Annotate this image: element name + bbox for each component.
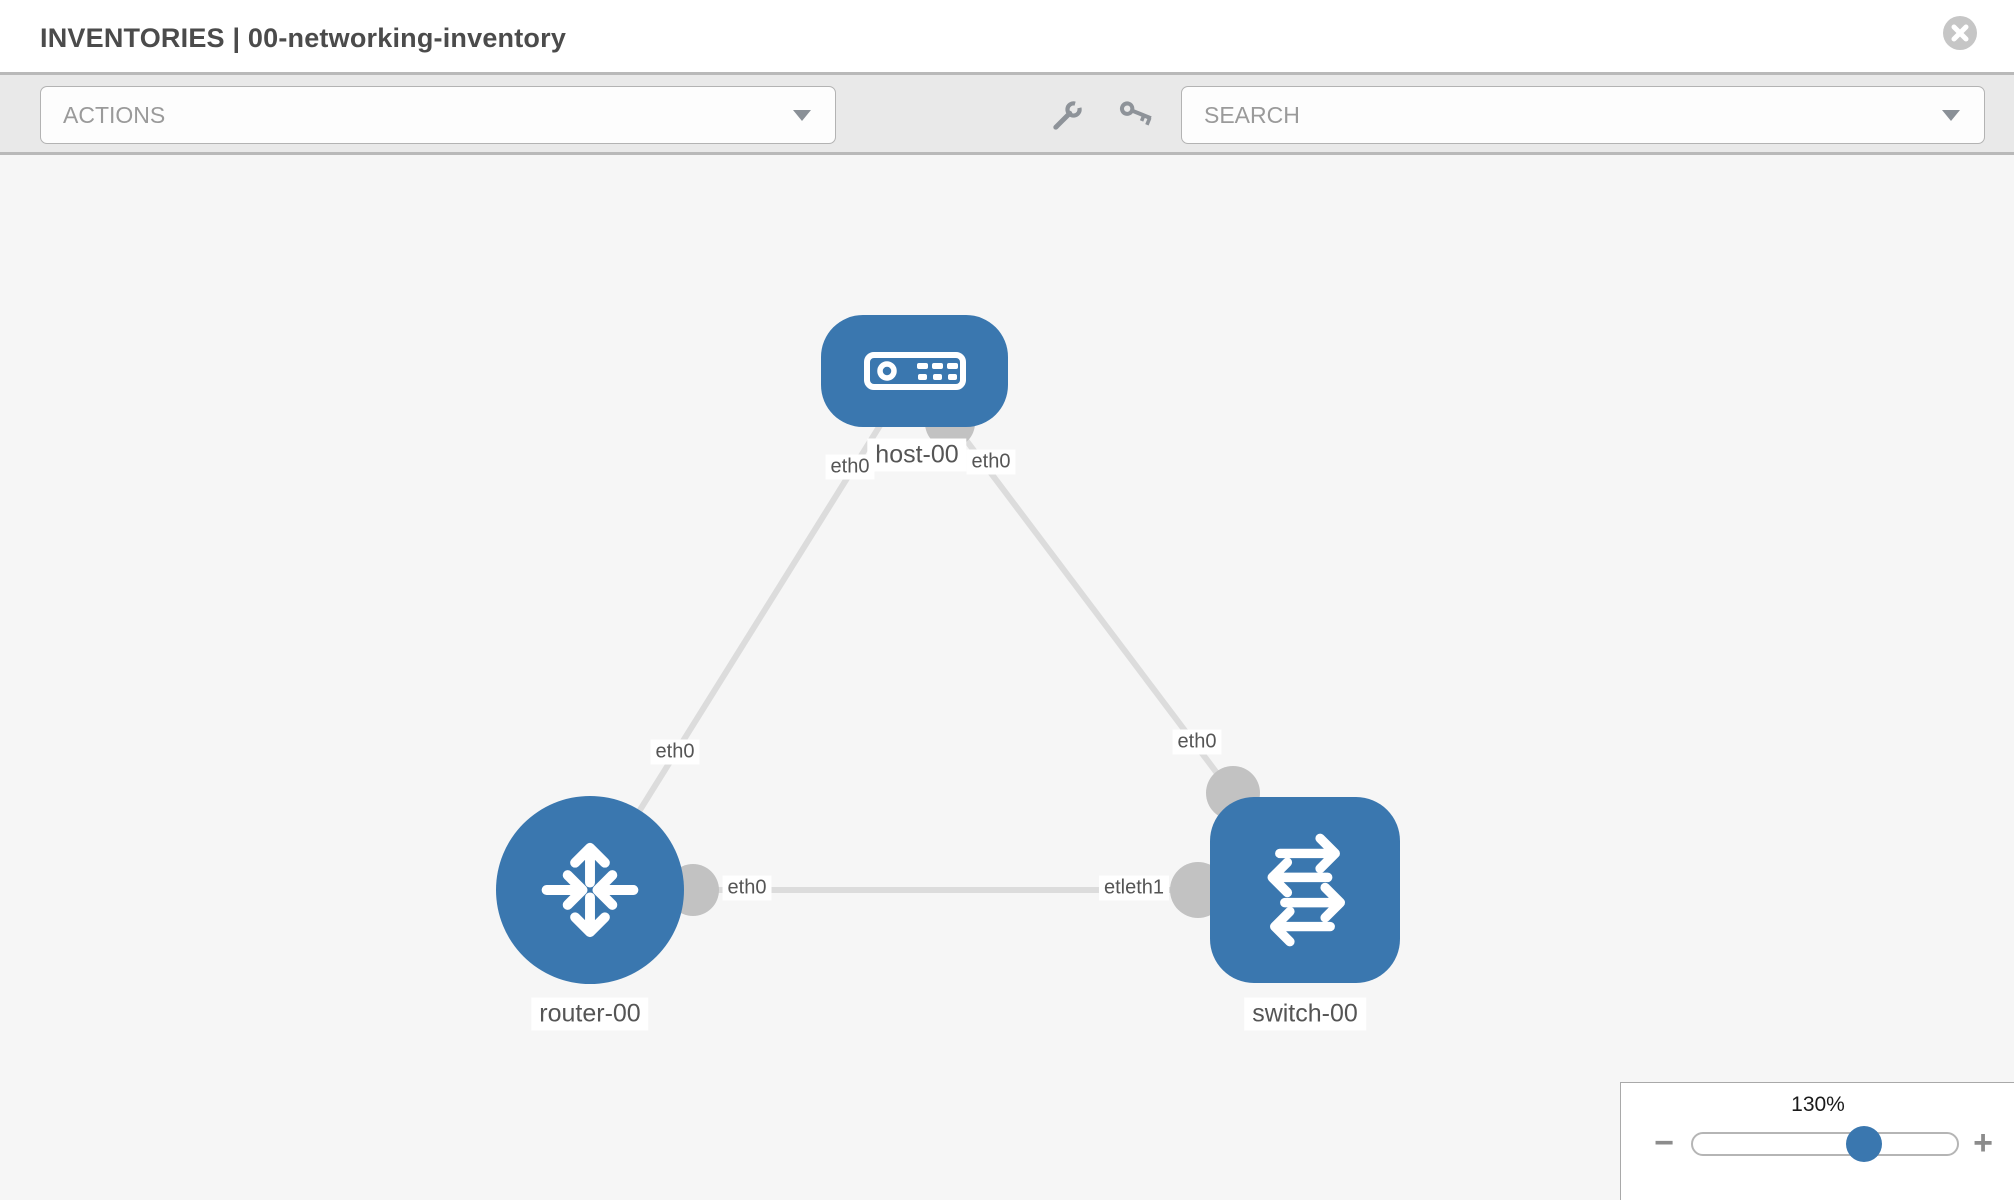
node-host-00[interactable] <box>821 315 1008 427</box>
breadcrumb-header: INVENTORIES | 00-networking-inventory <box>0 0 2014 72</box>
actions-dropdown[interactable]: ACTIONS <box>40 86 836 144</box>
switch-icon <box>1267 833 1346 947</box>
close-icon <box>1951 24 1969 42</box>
node-label-switch: switch-00 <box>1244 997 1366 1031</box>
node-switch-00[interactable] <box>1210 797 1400 983</box>
interface-label: eth0 <box>966 449 1016 475</box>
search-dropdown[interactable]: SEARCH <box>1181 86 1985 144</box>
wrench-icon <box>1053 101 1082 130</box>
zoom-slider-track[interactable] <box>1691 1132 1959 1156</box>
zoom-out-button[interactable]: − <box>1654 1124 1674 1162</box>
actions-dropdown-label: ACTIONS <box>63 101 166 128</box>
topology-canvas[interactable]: host-00 router-00 switch-00 eth0 eth0 et… <box>0 155 2014 1200</box>
links-layer <box>587 369 1308 918</box>
router-icon <box>541 842 639 938</box>
close-button[interactable] <box>1943 16 1977 50</box>
node-router-00[interactable] <box>496 796 684 984</box>
tools-button[interactable] <box>1044 97 1088 137</box>
zoom-in-button[interactable]: + <box>1973 1124 1993 1162</box>
chevron-down-icon <box>793 110 811 121</box>
interface-label: eth0 <box>1172 729 1222 755</box>
host-icon <box>863 352 966 390</box>
key-icon <box>1119 101 1152 126</box>
chevron-down-icon <box>1942 110 1960 121</box>
node-label-host: host-00 <box>867 438 967 472</box>
zoom-slider-thumb[interactable] <box>1846 1126 1882 1162</box>
interface-label: eth0 <box>825 454 875 480</box>
node-label-router: router-00 <box>531 997 649 1031</box>
interface-label: eth0 <box>650 739 700 765</box>
interface-label: eth0 <box>722 875 772 901</box>
search-placeholder: SEARCH <box>1204 101 1300 128</box>
zoom-level-label: 130% <box>1791 1093 1845 1116</box>
interface-label: etleth1 <box>1098 875 1170 901</box>
zoom-control-panel: 130% − + <box>1620 1082 2014 1200</box>
toolbar: ACTIONS SEARCH <box>0 72 2014 155</box>
credentials-button[interactable] <box>1113 97 1157 137</box>
page-title: INVENTORIES | 00-networking-inventory <box>40 23 567 53</box>
